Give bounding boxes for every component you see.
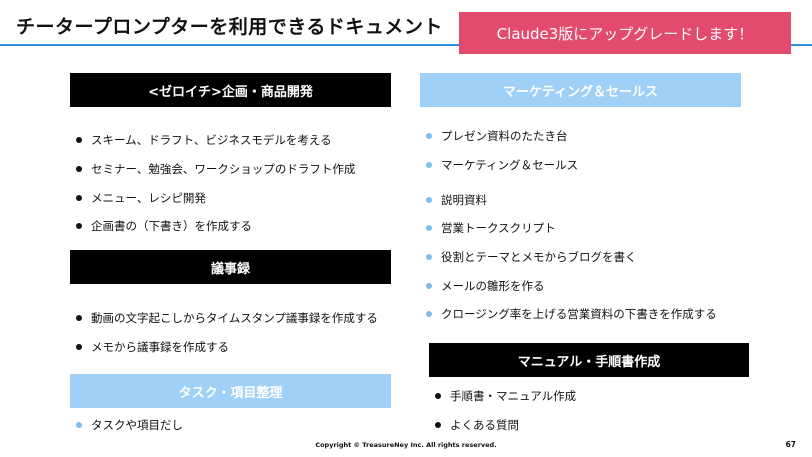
- bullet-icon: [76, 195, 82, 201]
- page-number: 67: [785, 440, 796, 449]
- bullet-icon: [76, 344, 82, 350]
- tasks-header: タスク・項目整理: [70, 374, 391, 408]
- minutes-header: 議事録: [70, 250, 391, 284]
- manual-header: マニュアル・手順書作成: [429, 343, 749, 377]
- list-item: 営業トークスクリプト: [426, 220, 556, 236]
- bullet-icon: [435, 393, 441, 399]
- list-item: プレゼン資料のたたき台: [426, 128, 568, 144]
- bullet-icon: [76, 223, 82, 229]
- bullet-icon: [426, 254, 432, 260]
- copyright-footer: Copyright © TreasureNey Inc. All rights …: [315, 441, 497, 449]
- planning-header: <ゼロイチ>企画・商品開発: [70, 73, 391, 107]
- title-underline: [0, 44, 812, 46]
- bullet-icon: [76, 422, 82, 428]
- bullet-icon: [76, 166, 82, 172]
- upgrade-badge: Claude3版にアップグレードします！: [459, 12, 791, 54]
- list-item: メモから議事録を作成する: [76, 339, 229, 355]
- bullet-icon: [76, 315, 82, 321]
- bullet-icon: [426, 133, 432, 139]
- bullet-icon: [426, 283, 432, 289]
- list-item: セミナー、勉強会、ワークショップのドラフト作成: [76, 161, 355, 177]
- bullet-icon: [435, 422, 441, 428]
- list-item: クロージング率を上げる営業資料の下書きを作成する: [426, 306, 717, 322]
- list-item: 手順書・マニュアル作成: [435, 388, 576, 404]
- list-item: 役割とテーマとメモからブログを書く: [426, 249, 637, 265]
- list-item: タスクや項目だし: [76, 417, 183, 433]
- bullet-icon: [76, 137, 82, 143]
- marketing-header: マーケティング＆セールス: [420, 73, 741, 107]
- page-title: チータープロンプターを利用できるドキュメント: [16, 16, 443, 38]
- bullet-icon: [426, 225, 432, 231]
- list-item: メニュー、レシピ開発: [76, 190, 206, 206]
- bullet-icon: [426, 162, 432, 168]
- bullet-icon: [426, 311, 432, 317]
- bullet-icon: [426, 197, 432, 203]
- list-item: 企画書の（下書き）を作成する: [76, 218, 252, 234]
- list-item: マーケティング＆セールス: [426, 157, 578, 173]
- list-item: 説明資料: [426, 192, 487, 208]
- list-item: 動画の文字起こしからタイムスタンプ議事録を作成する: [76, 310, 378, 326]
- list-item: よくある質問: [435, 417, 519, 433]
- list-item: メールの雛形を作る: [426, 278, 545, 294]
- list-item: スキーム、ドラフト、ビジネスモデルを考える: [76, 132, 332, 148]
